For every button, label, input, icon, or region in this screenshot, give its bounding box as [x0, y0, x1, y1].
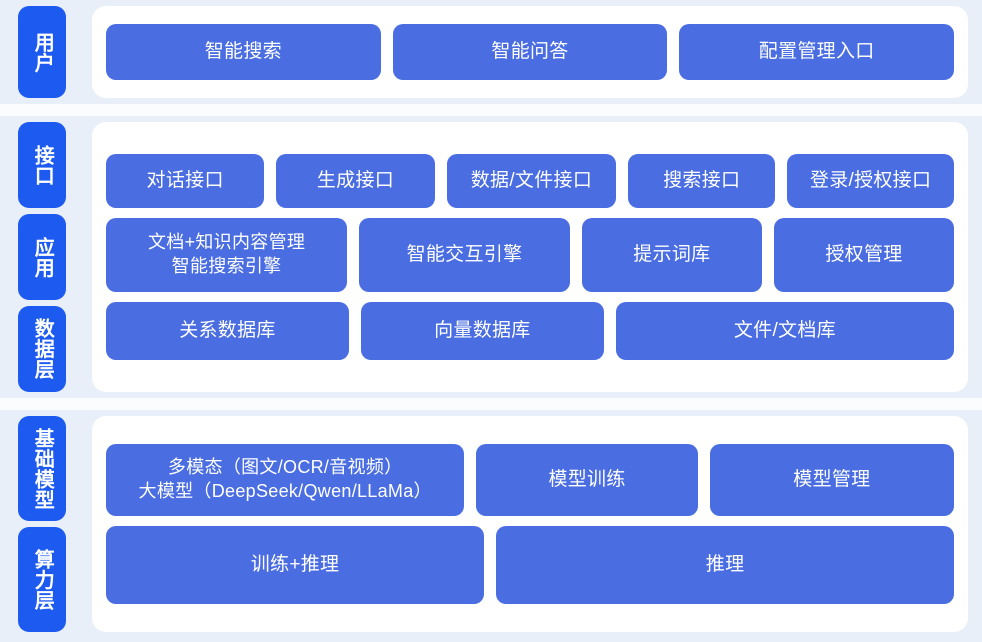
- row-user-entries: 智能搜索 智能问答 配置管理入口: [106, 24, 955, 80]
- rail-tab-interface[interactable]: 接口: [18, 122, 66, 208]
- node-inference[interactable]: 推理: [496, 526, 954, 604]
- panel-middle: 对话接口 生成接口 数据/文件接口 搜索接口 登录/授权接口 文档+知识内容管理…: [92, 122, 968, 392]
- row-application-nodes: 文档+知识内容管理 智能搜索引擎 智能交互引擎 提示词库 授权管理: [106, 218, 954, 292]
- section-divider-bottom: [0, 398, 982, 410]
- row-model-nodes: 多模态（图文/OCR/音视频） 大模型（DeepSeek/Qwen/LLaMa）…: [106, 444, 954, 516]
- row-interface-nodes: 对话接口 生成接口 数据/文件接口 搜索接口 登录/授权接口: [106, 154, 954, 208]
- section-middle: 接口 应用 数据层 对话接口 生成接口 数据/文件接口 搜索接口 登录/授权接口…: [0, 116, 982, 398]
- rail-tab-user[interactable]: 用户: [18, 6, 66, 98]
- node-training-inference[interactable]: 训练+推理: [106, 526, 485, 604]
- rail-tab-application[interactable]: 应用: [18, 214, 66, 300]
- node-vector-database[interactable]: 向量数据库: [360, 302, 604, 360]
- rail-tab-data-layer[interactable]: 数据层: [18, 306, 66, 392]
- section-base: 基础模型 算力层 多模态（图文/OCR/音视频） 大模型（DeepSeek/Qw…: [0, 410, 982, 638]
- node-smart-qa[interactable]: 智能问答: [392, 24, 668, 80]
- section-user: 用户 智能搜索 智能问答 配置管理入口: [0, 0, 982, 104]
- panel-user: 智能搜索 智能问答 配置管理入口: [92, 6, 968, 98]
- node-smart-search[interactable]: 智能搜索: [106, 24, 381, 80]
- node-data-file-api[interactable]: 数据/文件接口: [446, 154, 617, 208]
- rail-tab-foundation-model[interactable]: 基础模型: [18, 416, 66, 521]
- node-model-training[interactable]: 模型训练: [476, 444, 698, 516]
- row-compute-nodes: 训练+推理 推理: [106, 526, 954, 604]
- node-generation-api[interactable]: 生成接口: [276, 154, 435, 208]
- node-smart-interaction-engine[interactable]: 智能交互引擎: [359, 218, 570, 292]
- node-model-management[interactable]: 模型管理: [709, 444, 954, 516]
- section-divider-top: [0, 104, 982, 116]
- row-data-nodes: 关系数据库 向量数据库 文件/文档库: [106, 302, 955, 360]
- node-config-management-entry[interactable]: 配置管理入口: [679, 24, 955, 80]
- node-authorization-management[interactable]: 授权管理: [773, 218, 954, 292]
- node-search-api[interactable]: 搜索接口: [628, 154, 776, 208]
- node-multimodal-large-model[interactable]: 多模态（图文/OCR/音视频） 大模型（DeepSeek/Qwen/LLaMa）: [106, 444, 465, 516]
- node-prompt-library[interactable]: 提示词库: [581, 218, 762, 292]
- node-login-auth-api[interactable]: 登录/授权接口: [787, 154, 954, 208]
- rail-user: 用户: [0, 0, 82, 104]
- panel-base: 多模态（图文/OCR/音视频） 大模型（DeepSeek/Qwen/LLaMa）…: [92, 416, 968, 632]
- rail-base: 基础模型 算力层: [0, 410, 82, 638]
- rail-tab-compute-layer[interactable]: 算力层: [18, 527, 66, 632]
- node-file-document-store[interactable]: 文件/文档库: [615, 302, 955, 360]
- node-relational-database[interactable]: 关系数据库: [106, 302, 349, 360]
- rail-middle: 接口 应用 数据层: [0, 116, 82, 398]
- node-doc-knowledge-management[interactable]: 文档+知识内容管理 智能搜索引擎: [106, 218, 348, 292]
- node-dialog-api[interactable]: 对话接口: [106, 154, 265, 208]
